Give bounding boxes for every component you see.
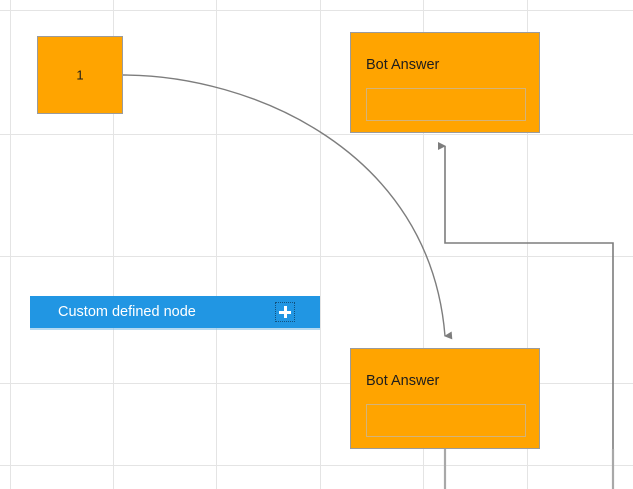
gridline-horizontal [0, 383, 633, 384]
node-bot-answer-top-slot[interactable] [366, 88, 526, 121]
gridline-horizontal [0, 134, 633, 135]
gridline-horizontal [0, 10, 633, 11]
gridline-horizontal [0, 465, 633, 466]
node-bot-answer-top-title: Bot Answer [366, 57, 440, 73]
node-bot-answer-bottom-title: Bot Answer [366, 373, 440, 389]
node-1[interactable]: 1 [37, 36, 123, 114]
custom-defined-node-label: Custom defined node [58, 304, 196, 320]
gridline-vertical [113, 0, 114, 489]
custom-defined-node-item[interactable]: Custom defined node [30, 296, 320, 328]
gridline-vertical [216, 0, 217, 489]
plus-glyph [279, 306, 291, 318]
gridline-vertical [10, 0, 11, 489]
node-bot-answer-bottom-slot[interactable] [366, 404, 526, 437]
node-bot-answer-top[interactable]: Bot Answer [350, 32, 540, 133]
node-bot-answer-bottom[interactable]: Bot Answer [350, 348, 540, 449]
gridline-horizontal [0, 256, 633, 257]
gridline-vertical [320, 0, 321, 489]
node-1-label: 1 [76, 67, 84, 83]
plus-icon[interactable] [275, 302, 295, 322]
